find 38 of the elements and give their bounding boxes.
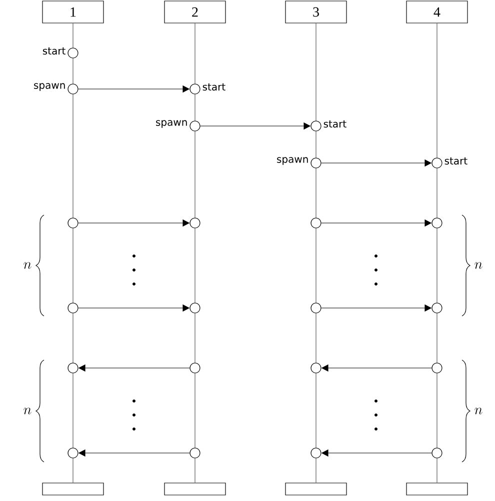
event-label: start: [324, 120, 346, 128]
lifeline-end-box: [285, 482, 347, 496]
event-label: start: [444, 157, 468, 165]
event-label: start: [202, 83, 226, 91]
event-label: start: [42, 47, 66, 55]
count-label: $n$: [24, 408, 32, 414]
event-circle: [432, 218, 442, 228]
count-label: $n$: [474, 262, 482, 269]
lifeline: [72, 23, 74, 483]
event-circle: [190, 448, 200, 458]
event-circle: [190, 218, 200, 228]
event-circle: [68, 362, 78, 374]
event-circle: [310, 218, 322, 228]
lifeline-head-box: 2: [164, 0, 226, 24]
event-circle: [432, 448, 442, 458]
event-circle: [432, 362, 442, 374]
count-label: $n$: [24, 262, 32, 269]
event-circle: [68, 448, 78, 458]
event-label: spawn: [34, 83, 65, 91]
event-circle: [310, 448, 322, 458]
event-circle: [310, 362, 322, 374]
event-label: spawn: [156, 120, 187, 128]
event-circle: [190, 302, 200, 314]
event-label: spawn: [277, 157, 308, 165]
lifeline: [436, 23, 438, 483]
event-circle: [310, 302, 322, 314]
lifeline-end-box: [42, 482, 104, 496]
lifeline-head-box: 1: [42, 0, 104, 24]
count-label: $n$: [474, 408, 482, 414]
lifeline-end-box: [164, 482, 226, 496]
event-circle: [68, 218, 78, 228]
lifeline-head-box: 4: [406, 0, 468, 24]
event-circle: [190, 362, 200, 374]
lifeline-head-box: 3: [285, 0, 347, 24]
event-circle: [68, 302, 78, 314]
event-circle: [432, 302, 442, 314]
lifeline-end-box: [406, 482, 468, 496]
lifeline: [194, 23, 196, 483]
